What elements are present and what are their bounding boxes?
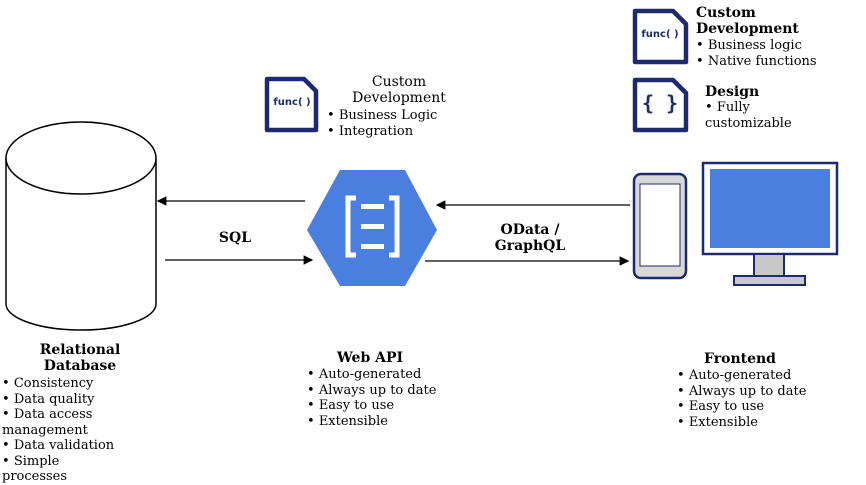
list-item: Always up to date [307,383,437,399]
func-icon-label: func( ) [273,97,311,108]
list-item: Easy to use [307,398,436,414]
phone-icon [632,172,688,280]
sql-label: SQL [218,230,252,246]
api-custom-dev-title: Custom Development [352,74,446,106]
list-item: Native functions [696,54,817,70]
database-icon [5,121,157,331]
custom-dev-api-icon [264,76,319,133]
braces-icon-label: { } [641,91,679,115]
diagram-canvas [5,8,839,331]
list-item: Simple processes [2,454,122,485]
database-title: Relational Database [39,342,121,374]
monitor-icon [701,161,839,286]
web-api-icon [307,170,437,286]
list-item: Auto-generated [677,368,806,384]
custom-dev-frontend-icon [632,8,689,65]
list-item: Fully customizable [705,100,805,131]
list-item: Business logic [696,38,817,54]
protocol-label: OData / GraphQL [494,222,566,254]
list-item: Data access management [2,407,122,438]
list-item: Data validation [2,438,122,454]
list-item: Data quality [2,392,122,408]
list-item: Business Logic [327,108,438,124]
database-list: Consistency Data quality Data access man… [2,376,122,485]
api-custom-dev-list: Business Logic Integration [327,108,438,140]
list-item: Consistency [2,376,122,392]
web-api-title: Web API [336,350,404,366]
list-item: Integration [327,124,437,140]
list-item: Easy to use [677,399,806,415]
design-list: Fully customizable [705,100,805,131]
web-api-list: Auto-generated Always up to date Easy to… [307,367,437,430]
frontend-title: Frontend [704,351,776,367]
list-item: Auto-generated [307,367,436,383]
list-item: Always up to date [677,384,807,400]
frontend-custom-dev-list: Business logic Native functions [696,38,817,69]
list-item: Extensible [677,415,806,431]
design-title: Design [705,84,760,100]
design-doc-icon [632,77,689,133]
frontend-list: Auto-generated Always up to date Easy to… [677,368,807,431]
frontend-custom-dev-title: Custom Development [696,5,799,37]
list-item: Extensible [307,414,436,430]
func-icon-label: func( ) [641,29,679,40]
